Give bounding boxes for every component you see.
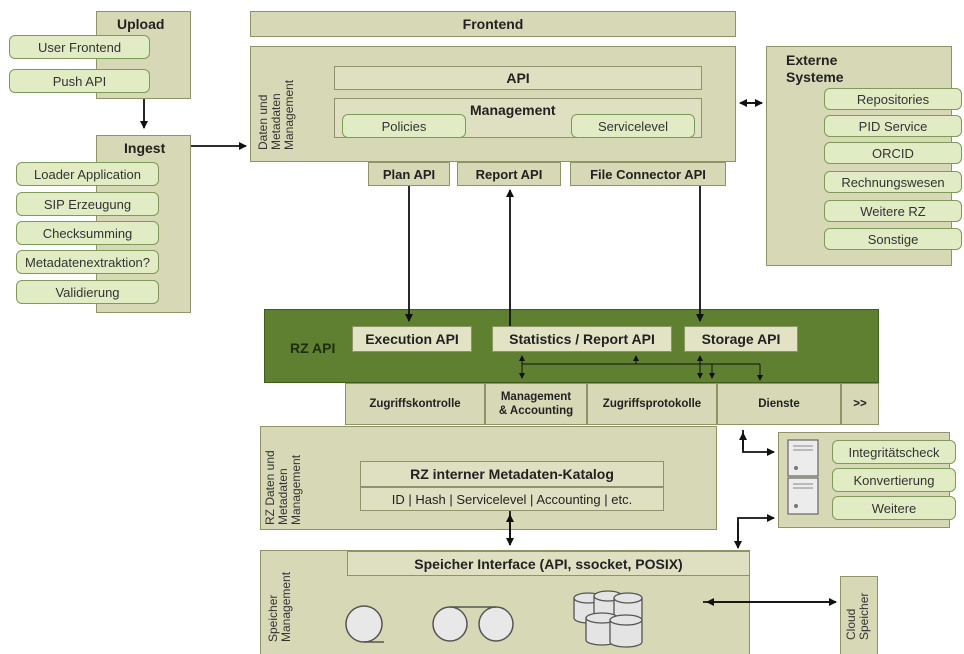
service-weitere: Weitere: [832, 496, 956, 520]
speicher-side-label: Speicher Management: [266, 571, 293, 642]
disk-stack-icon: [573, 590, 643, 648]
dmm-management-title: Management: [470, 102, 556, 118]
seg-dienste: Dienste: [717, 383, 841, 425]
seg-management-line1: Management: [500, 391, 572, 403]
seg-zugriffskontrolle: Zugriffskontrolle: [345, 383, 485, 425]
upload-title: Upload: [117, 16, 165, 32]
ingest-item-checksumming: Checksumming: [16, 221, 159, 245]
dmm-api: API: [334, 66, 702, 90]
plan-api: Plan API: [368, 162, 450, 186]
catalog-title: RZ interner Metadaten-Katalog: [360, 461, 664, 487]
service-integritaetscheck: Integritätscheck: [832, 440, 956, 464]
file-connector-api: File Connector API: [570, 162, 726, 186]
externe-item-pid-service: PID Service: [824, 115, 962, 137]
ingest-item-metadatenextraktion: Metadatenextraktion?: [16, 250, 159, 274]
dmm-side-label: Daten und Metadaten Management: [256, 79, 296, 150]
externe-title-line2: Systeme: [786, 69, 844, 85]
externe-title: Externe Systeme: [786, 52, 844, 86]
dmm-side-label-line3: Management: [282, 79, 296, 150]
externe-item-weitere-rz: Weitere RZ: [824, 200, 962, 222]
statistics-report-api: Statistics / Report API: [492, 326, 672, 352]
externe-item-repositories: Repositories: [824, 88, 962, 110]
dmm-servicelevel: Servicelevel: [571, 114, 695, 138]
externe-title-line1: Externe: [786, 52, 838, 68]
tape-reel-icon: [345, 605, 384, 643]
seg-more: >>: [841, 383, 879, 425]
tape-drive-icon: [432, 606, 514, 642]
rz-dmm-side-label-line3: Management: [289, 454, 303, 525]
storage-api: Storage API: [684, 326, 798, 352]
service-konvertierung: Konvertierung: [832, 468, 956, 492]
cloud-label: Cloud Speicher: [844, 592, 871, 640]
frontend-box: Frontend: [250, 11, 736, 37]
ingest-item-sip: SIP Erzeugung: [16, 192, 159, 216]
externe-item-rechnungswesen: Rechnungswesen: [824, 171, 962, 193]
server-icon: [787, 439, 819, 515]
cloud-box: [840, 576, 878, 654]
execution-api: Execution API: [352, 326, 472, 352]
rz-api-label: RZ API: [290, 340, 336, 356]
seg-zugriffsprotokolle: Zugriffsprotokolle: [587, 383, 717, 425]
externe-item-sonstige: Sonstige: [824, 228, 962, 250]
dmm-policies: Policies: [342, 114, 466, 138]
upload-item-push-api: Push API: [9, 69, 150, 93]
speicher-side-label-line2: Management: [279, 571, 293, 642]
ingest-title: Ingest: [124, 140, 166, 156]
upload-item-user-frontend: User Frontend: [9, 35, 150, 59]
ingest-item-validierung: Validierung: [16, 280, 159, 304]
report-api: Report API: [457, 162, 561, 186]
speicher-interface: Speicher Interface (API, ssocket, POSIX): [347, 551, 750, 576]
catalog-fields: ID | Hash | Servicelevel | Accounting | …: [360, 487, 664, 511]
cloud-label-line2: Speicher: [857, 592, 871, 640]
seg-management-line2: & Accounting: [498, 405, 574, 417]
rz-dmm-side-label: RZ Daten und Metadaten Management: [263, 450, 303, 525]
externe-item-orcid: ORCID: [824, 142, 962, 164]
seg-management-accounting: Management & Accounting: [485, 383, 587, 425]
ingest-item-loader: Loader Application: [16, 162, 159, 186]
